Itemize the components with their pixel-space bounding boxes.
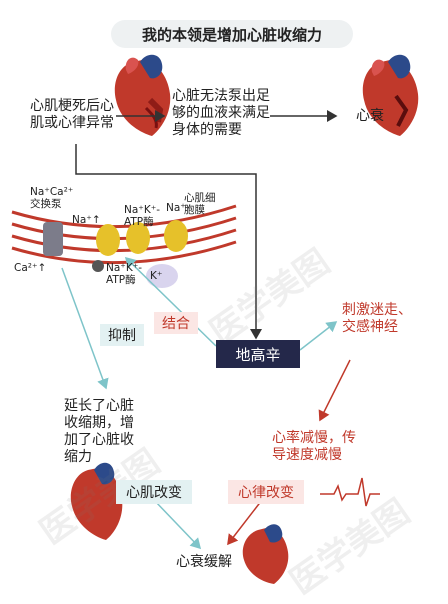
arrow-drug-to-stimulate bbox=[299, 321, 338, 351]
arrow-drug-inhibit bbox=[124, 256, 217, 347]
na-channel-dot bbox=[92, 260, 104, 272]
diagram-canvas bbox=[11, 54, 419, 584]
tag-rhythm-change: 心律改变 bbox=[228, 480, 304, 504]
tag-bind: 结合 bbox=[154, 312, 198, 334]
node-heart-failure: 心衰 bbox=[356, 108, 384, 124]
tag-digoxin: 地高辛 bbox=[216, 340, 300, 368]
atpase-subunit-2 bbox=[126, 222, 150, 254]
diagram-stage: 医学美图 医学美图 医学美图 我的本领是增加心脏收缩力 心肌梗死后心 肌或心律异… bbox=[11, 20, 419, 603]
label-ca-up: Ca²⁺↑ bbox=[14, 262, 47, 274]
arrow-stimulate-to-rate bbox=[318, 359, 351, 422]
label-na-up: Na⁺↑ bbox=[72, 214, 101, 226]
label-k-ion: K⁺ bbox=[150, 270, 163, 282]
ncx-pump bbox=[43, 222, 63, 256]
cell-membrane bbox=[11, 204, 237, 288]
arrow-ca-to-prolong bbox=[61, 267, 109, 390]
label-cell-membrane: 心肌细 胞膜 bbox=[184, 192, 216, 216]
node-relief: 心衰缓解 bbox=[176, 554, 232, 570]
node-pump-fail: 心脏无法泵出足 够的血液来满足 身体的需要 bbox=[172, 88, 270, 138]
title-banner: 我的本领是增加心脏收缩力 bbox=[111, 20, 353, 48]
heart-illustration-bottom-left bbox=[70, 462, 123, 540]
node-stimulate: 刺激迷走、 交感神经 bbox=[342, 302, 412, 335]
label-nak-bottom: Na⁺K⁺- ATP酶 bbox=[106, 262, 143, 286]
label-ncx: Na⁺Ca²⁺ 交换泵 bbox=[30, 186, 74, 210]
atpase-subunit-1 bbox=[96, 224, 120, 256]
node-mi: 心肌梗死后心 肌或心律异常 bbox=[30, 98, 114, 131]
label-na-small: Na⁺ bbox=[166, 202, 186, 214]
label-nak-top: Na⁺K⁺- ATP酶 bbox=[124, 204, 161, 228]
title-text: 我的本领是增加心脏收缩力 bbox=[141, 25, 322, 44]
tag-inhibit: 抑制 bbox=[100, 324, 144, 346]
heart-illustration-failure bbox=[362, 54, 419, 136]
tag-myocardial-change: 心肌改变 bbox=[116, 480, 192, 504]
arrow-myocardial-to-relief bbox=[153, 499, 202, 550]
heart-illustration-top bbox=[114, 54, 171, 136]
node-rate-slow: 心率减慢，传 导速度减慢 bbox=[272, 430, 356, 463]
atpase-subunit-3 bbox=[164, 220, 188, 252]
ecg-trace bbox=[320, 477, 380, 507]
node-prolong: 延长了心脏 收缩期，增 加了心脏收 缩力 bbox=[64, 398, 134, 465]
heart-illustration-bottom-right bbox=[242, 524, 289, 584]
arrow-rhythm-to-relief bbox=[227, 499, 263, 546]
arrow-to-drug bbox=[75, 144, 262, 340]
k-ion-bubble bbox=[146, 264, 178, 288]
